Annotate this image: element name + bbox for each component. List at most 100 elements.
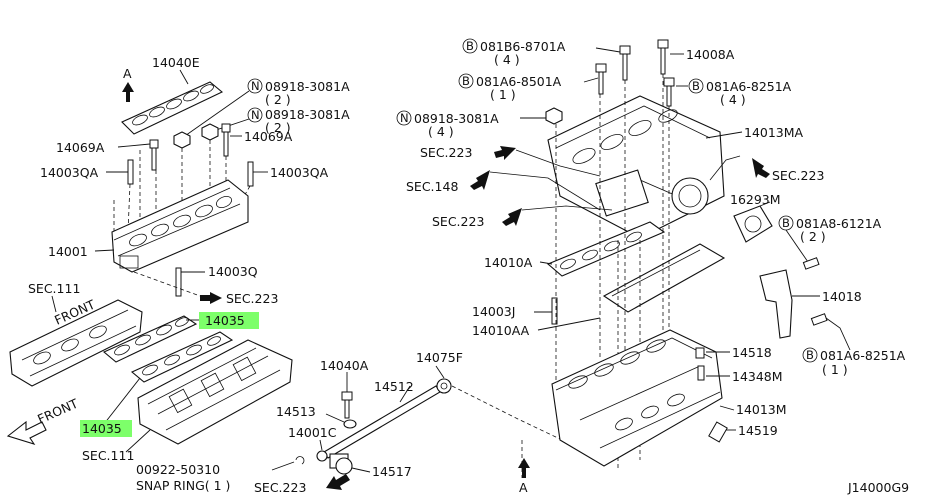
label-08918-3081a-2: 08918-3081A	[265, 107, 350, 122]
label-qty-n3: ( 4 )	[428, 124, 454, 139]
nut-callout-3: N 08918-3081A ( 4 )	[396, 110, 546, 139]
label-qty-b3: ( 4 )	[720, 92, 746, 107]
label-sec-111-top: SEC.111	[28, 281, 80, 296]
bolt-callout-081a6-8251a-top: B 081A6-8251A ( 4 )	[676, 78, 792, 107]
label-sec-223-c: SEC.223	[432, 214, 484, 229]
label-081a6-8251a-top: 081A6-8251A	[706, 79, 792, 94]
b-symbol: B	[806, 348, 814, 362]
label-14517: 14517	[372, 464, 412, 479]
b-symbol: B	[462, 74, 470, 88]
label-qty-b5: ( 1 )	[822, 362, 848, 377]
label-14519: 14519	[738, 423, 778, 438]
b-symbol: B	[692, 79, 700, 93]
collector-14013ma	[547, 95, 743, 239]
cylinder-head-lower-sec-111	[125, 339, 293, 453]
label-14040a: 14040A	[320, 358, 369, 373]
n-symbol: N	[251, 79, 260, 93]
part-14518	[695, 347, 730, 359]
label-14003j: 14003J	[472, 304, 515, 319]
label-081a6-8251a-bottom: 081A6-8251A	[820, 348, 906, 363]
label-14003qa-left: 14003QA	[40, 165, 99, 180]
label-14035-bottom[interactable]: 14035	[82, 421, 122, 436]
nut-callout-1: N 08918-3081A ( 2 )	[181, 78, 350, 139]
shaft-14512	[323, 365, 452, 459]
sec-223-arrow-b	[494, 146, 601, 177]
label-sec-223-d: SEC.223	[772, 168, 824, 183]
direction-arrow-a-bottom: A	[518, 458, 530, 495]
label-16293m: 16293M	[730, 192, 781, 207]
label-14348m: 14348M	[732, 369, 783, 384]
front-arrow: FRONT	[6, 396, 81, 445]
label-sec-223-e: SEC.223	[254, 480, 306, 495]
label-a-top: A	[123, 66, 132, 81]
n-symbol: N	[400, 111, 409, 125]
sec-223-arrow-a	[133, 271, 222, 304]
label-081b6-8701a: 081B6-8701A	[480, 39, 566, 54]
nut-callout-2: N 08918-3081A ( 2 )	[209, 107, 350, 135]
label-14003q: 14003Q	[208, 264, 258, 279]
label-qty-b4: ( 2 )	[800, 229, 826, 244]
collector-14013m	[551, 329, 735, 467]
label-qty-n1: ( 2 )	[265, 92, 291, 107]
snap-ring	[271, 456, 305, 471]
label-14518: 14518	[732, 345, 772, 360]
gasket-14035-top	[102, 315, 202, 363]
label-14513: 14513	[276, 404, 316, 419]
gasket-14035-bottom	[103, 331, 234, 425]
label-14075f: 14075F	[416, 350, 463, 365]
label-14001: 14001	[48, 244, 88, 259]
bolt-callout-081a8: B 081A8-6121A ( 2 )	[778, 215, 882, 270]
actuator-14517	[329, 453, 371, 475]
label-14069a-right: 14069A	[244, 129, 293, 144]
label-sec-148: SEC.148	[406, 179, 458, 194]
diagram-id: J14000G9	[847, 480, 909, 495]
leader-14010aa	[537, 317, 601, 331]
label-08918-3081a-3: 08918-3081A	[414, 111, 499, 126]
bolt-14040a	[341, 372, 353, 419]
label-qty-b1: ( 4 )	[494, 52, 520, 67]
label-14013m: 14013M	[736, 402, 787, 417]
sec-223-arrow-c	[502, 205, 613, 226]
n-symbol: N	[251, 108, 260, 122]
nut-part	[173, 123, 219, 149]
stud-14003q	[175, 267, 205, 297]
label-sec-111-bottom: SEC.111	[82, 448, 134, 463]
gasket-14040e	[121, 69, 224, 135]
highlight-14035-top	[199, 312, 259, 329]
stud-14003qa-right	[247, 161, 268, 187]
b-symbol: B	[466, 39, 474, 53]
label-sec-223-a: SEC.223	[226, 291, 278, 306]
bolt-14069a-right	[221, 123, 242, 157]
label-sec-223-b: SEC.223	[420, 145, 472, 160]
label-08918-3081a-1: 08918-3081A	[265, 79, 350, 94]
washer-14513	[325, 413, 357, 429]
label-14010aa: 14010AA	[472, 323, 530, 338]
bolts-top-right	[545, 39, 675, 125]
label-14069a-left: 14069A	[56, 140, 105, 155]
gasket-14010a	[539, 221, 726, 313]
sec-223-arrow-d	[709, 155, 770, 181]
part-14348m	[697, 365, 730, 381]
label-a-bottom: A	[519, 480, 528, 495]
bolt-14069a-left	[117, 139, 159, 171]
label-14003qa-right: 14003QA	[270, 165, 329, 180]
gasket-16293m	[733, 201, 773, 243]
label-14018: 14018	[822, 289, 862, 304]
label-snap-ring: SNAP RING( 1 )	[136, 478, 230, 493]
label-14001c: 14001C	[288, 425, 337, 440]
label-14040e: 14040E	[152, 55, 200, 70]
bracket-14018	[759, 269, 820, 339]
label-14008a: 14008A	[686, 47, 735, 62]
collector-14001	[94, 179, 249, 273]
bolt-callout-081a6-8251a-bottom: B 081A6-8251A ( 1 )	[802, 313, 906, 377]
bushing-14001c	[316, 439, 328, 462]
label-qty-n2: ( 2 )	[265, 120, 291, 135]
highlight-14035-bottom	[80, 420, 132, 437]
label-14010a: 14010A	[484, 255, 533, 270]
label-14013ma: 14013MA	[744, 125, 804, 140]
stud-14003qa-left	[106, 159, 134, 185]
label-14035-top[interactable]: 14035	[205, 313, 245, 328]
stud-14003j	[534, 297, 558, 325]
label-081a8-6121a: 081A8-6121A	[796, 216, 882, 231]
